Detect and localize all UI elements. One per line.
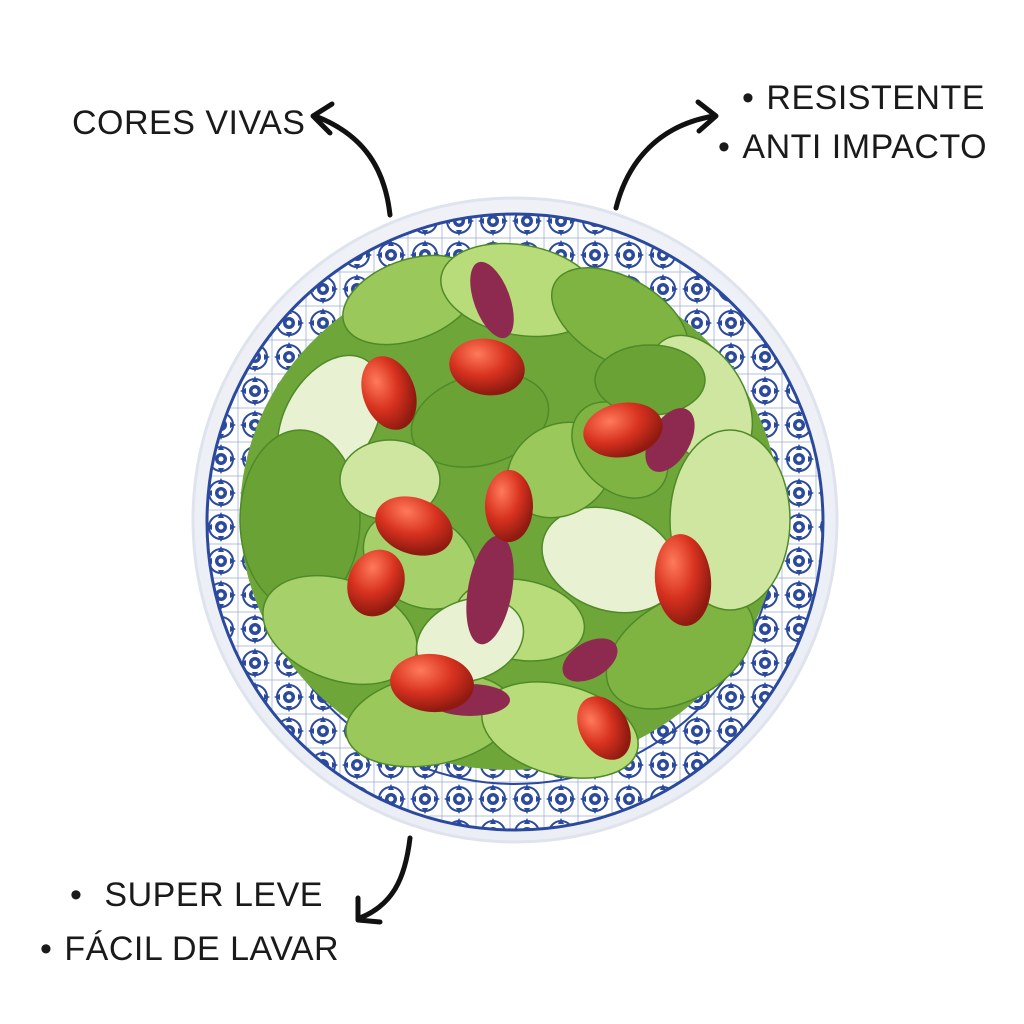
radicchio-leaf bbox=[562, 638, 618, 682]
bullet-icon: • bbox=[40, 930, 53, 968]
curved-arrow-icon bbox=[312, 113, 393, 218]
feature-label: SUPER LEVE bbox=[104, 876, 323, 914]
cherry-tomato bbox=[375, 496, 453, 556]
curved-arrow-icon-head bbox=[355, 895, 383, 925]
cherry-tomato bbox=[390, 653, 474, 713]
curved-arrow-icon-head bbox=[310, 101, 335, 136]
cherry-tomato bbox=[485, 470, 533, 542]
cherry-tomato bbox=[577, 696, 631, 760]
cherry-tomato bbox=[654, 534, 712, 626]
curved-arrow-icon bbox=[613, 113, 717, 211]
curved-arrow-icon bbox=[357, 835, 413, 921]
feature-resistente: • RESISTENTE bbox=[742, 81, 985, 115]
radicchio-leaf bbox=[470, 261, 514, 339]
label-cores-vivas: CORES VIVAS bbox=[72, 104, 306, 142]
cherry-tomato bbox=[583, 402, 663, 458]
bullet-icon: • bbox=[742, 79, 755, 117]
feature-anti-impacto: • ANTI IMPACTO bbox=[718, 130, 987, 164]
feature-super-leve: • SUPER LEVE bbox=[70, 878, 323, 912]
radicchio-leaf bbox=[466, 535, 514, 645]
curved-arrow-icon-head bbox=[695, 99, 719, 134]
cherry-tomato bbox=[347, 549, 405, 617]
feature-label: FÁCIL DE LAVAR bbox=[64, 930, 340, 968]
cherry-tomato bbox=[361, 356, 417, 430]
feature-facil-de-lavar: • FÁCIL DE LAVAR bbox=[40, 932, 339, 966]
feature-label: RESISTENTE bbox=[766, 79, 985, 117]
cherry-tomato bbox=[449, 338, 525, 396]
lettuce-leaf bbox=[594, 344, 706, 416]
bullet-icon: • bbox=[70, 876, 83, 914]
salad bbox=[239, 242, 791, 779]
bullet-icon: • bbox=[718, 128, 731, 166]
feature-label: ANTI IMPACTO bbox=[742, 128, 988, 166]
